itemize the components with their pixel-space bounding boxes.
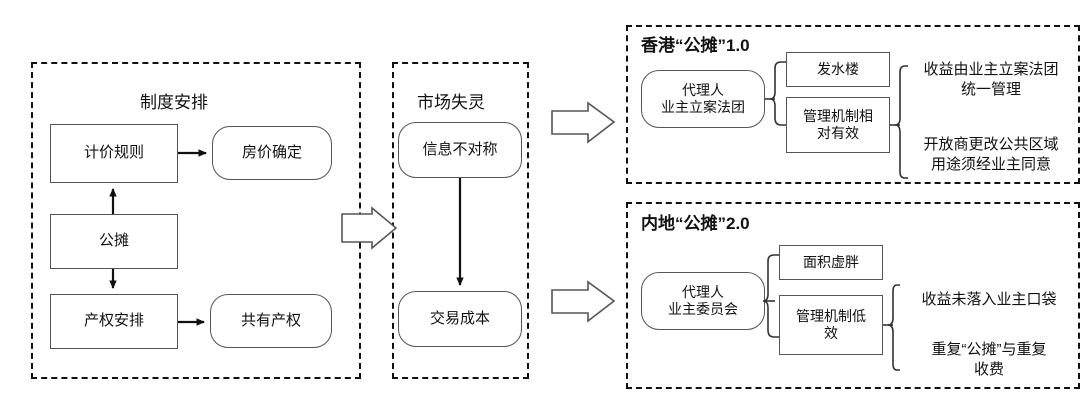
node-transaction-cost[interactable]: 交易成本 — [398, 291, 522, 347]
panel-hongkong-title: 香港“公摊”1.0 — [641, 36, 750, 55]
node-house-price[interactable]: 房价确定 — [212, 126, 332, 180]
panel-market-failure-title: 市场失灵 — [417, 93, 485, 112]
text-mainland-note-top: 收益未落入业主口袋 — [921, 291, 1057, 308]
node-property-right-arrangement[interactable]: 产权安排 — [50, 294, 178, 349]
text-hongkong-note-top: 收益由业主立案法团 统一管理 — [923, 61, 1059, 98]
node-hongkong-outcome-top[interactable]: 发水楼 — [786, 52, 890, 87]
node-hongkong-agent[interactable]: 代理人 业主立案法团 — [641, 70, 765, 128]
panel-mainland — [626, 202, 1080, 389]
node-mainland-outcome-top[interactable]: 面积虚胖 — [779, 245, 883, 280]
text-hongkong-note-bottom: 开放商更改公共区域 用途须经业主同意 — [923, 136, 1059, 173]
node-pricing-rule[interactable]: 计价规则 — [50, 124, 178, 183]
node-hongkong-outcome-bottom[interactable]: 管理机制相 对有效 — [786, 97, 890, 153]
node-information-asymmetry[interactable]: 信息不对称 — [398, 122, 522, 178]
block-arrow-market-to-hongkong — [552, 103, 614, 142]
text-mainland-note-bottom: 重复“公摊”与重复 收费 — [931, 341, 1047, 378]
node-shared-area[interactable]: 公摊 — [50, 214, 178, 269]
block-arrow-market-to-mainland — [552, 282, 614, 321]
node-mainland-agent[interactable]: 代理人 业主委员会 — [641, 272, 765, 330]
node-mainland-outcome-bottom[interactable]: 管理机制低 效 — [779, 295, 883, 355]
node-shared-ownership[interactable]: 共有产权 — [210, 294, 332, 348]
panel-institution-title: 制度安排 — [140, 93, 208, 112]
panel-hongkong — [626, 25, 1080, 184]
panel-mainland-title: 内地“公摊”2.0 — [641, 214, 750, 233]
